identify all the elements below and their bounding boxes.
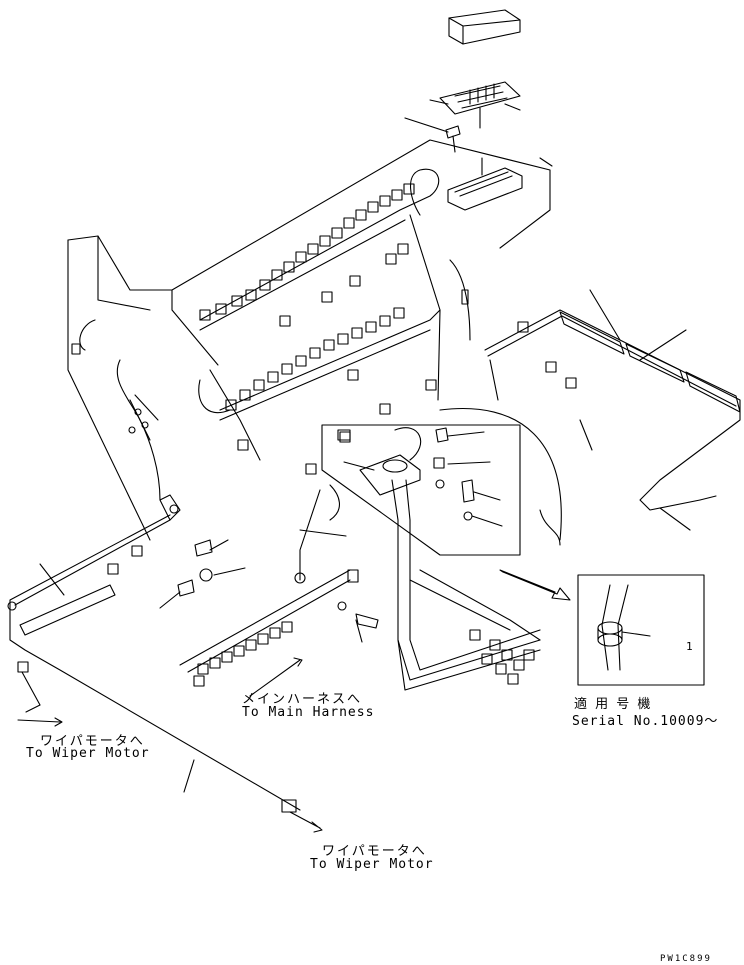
left-side-cable [71, 319, 181, 521]
vertical-harness [391, 479, 541, 691]
detail-arrow [499, 569, 571, 601]
main-harness-label-jp: メインハーネスへ [242, 692, 363, 707]
main-harness-label-en: To Main Harness [242, 705, 375, 720]
fuse-box-part [447, 157, 523, 211]
lower-connector-row [198, 307, 441, 475]
main-harness-branch [179, 484, 379, 697]
upper-connector-row [199, 168, 441, 401]
top-cover-part [448, 9, 521, 45]
wiper-left-label-jp: ワイパモータへ [40, 734, 145, 749]
detail-callout-number: 1 [686, 640, 694, 653]
dashboard-panel [67, 139, 553, 541]
wiper-bottom-label-en: To Wiper Motor [310, 857, 434, 872]
wiper-left-label-en: To Wiper Motor [26, 746, 150, 761]
right-side-harness [439, 259, 741, 546]
serial-inset-box [577, 574, 705, 686]
serial-label-jp: 適 用 号 機 [574, 697, 653, 712]
top-bolt-part [404, 117, 461, 153]
wiper-bottom-label-jp: ワイパモータへ [322, 844, 427, 859]
serial-label-en: Serial No.10009～ [572, 714, 719, 729]
fuse-strip-part [429, 81, 521, 129]
bolt-parts-left [159, 539, 246, 609]
wiper-harness-left [7, 514, 323, 833]
drawing-code: PW1C899 [660, 954, 712, 964]
center-detail-box [321, 424, 521, 556]
